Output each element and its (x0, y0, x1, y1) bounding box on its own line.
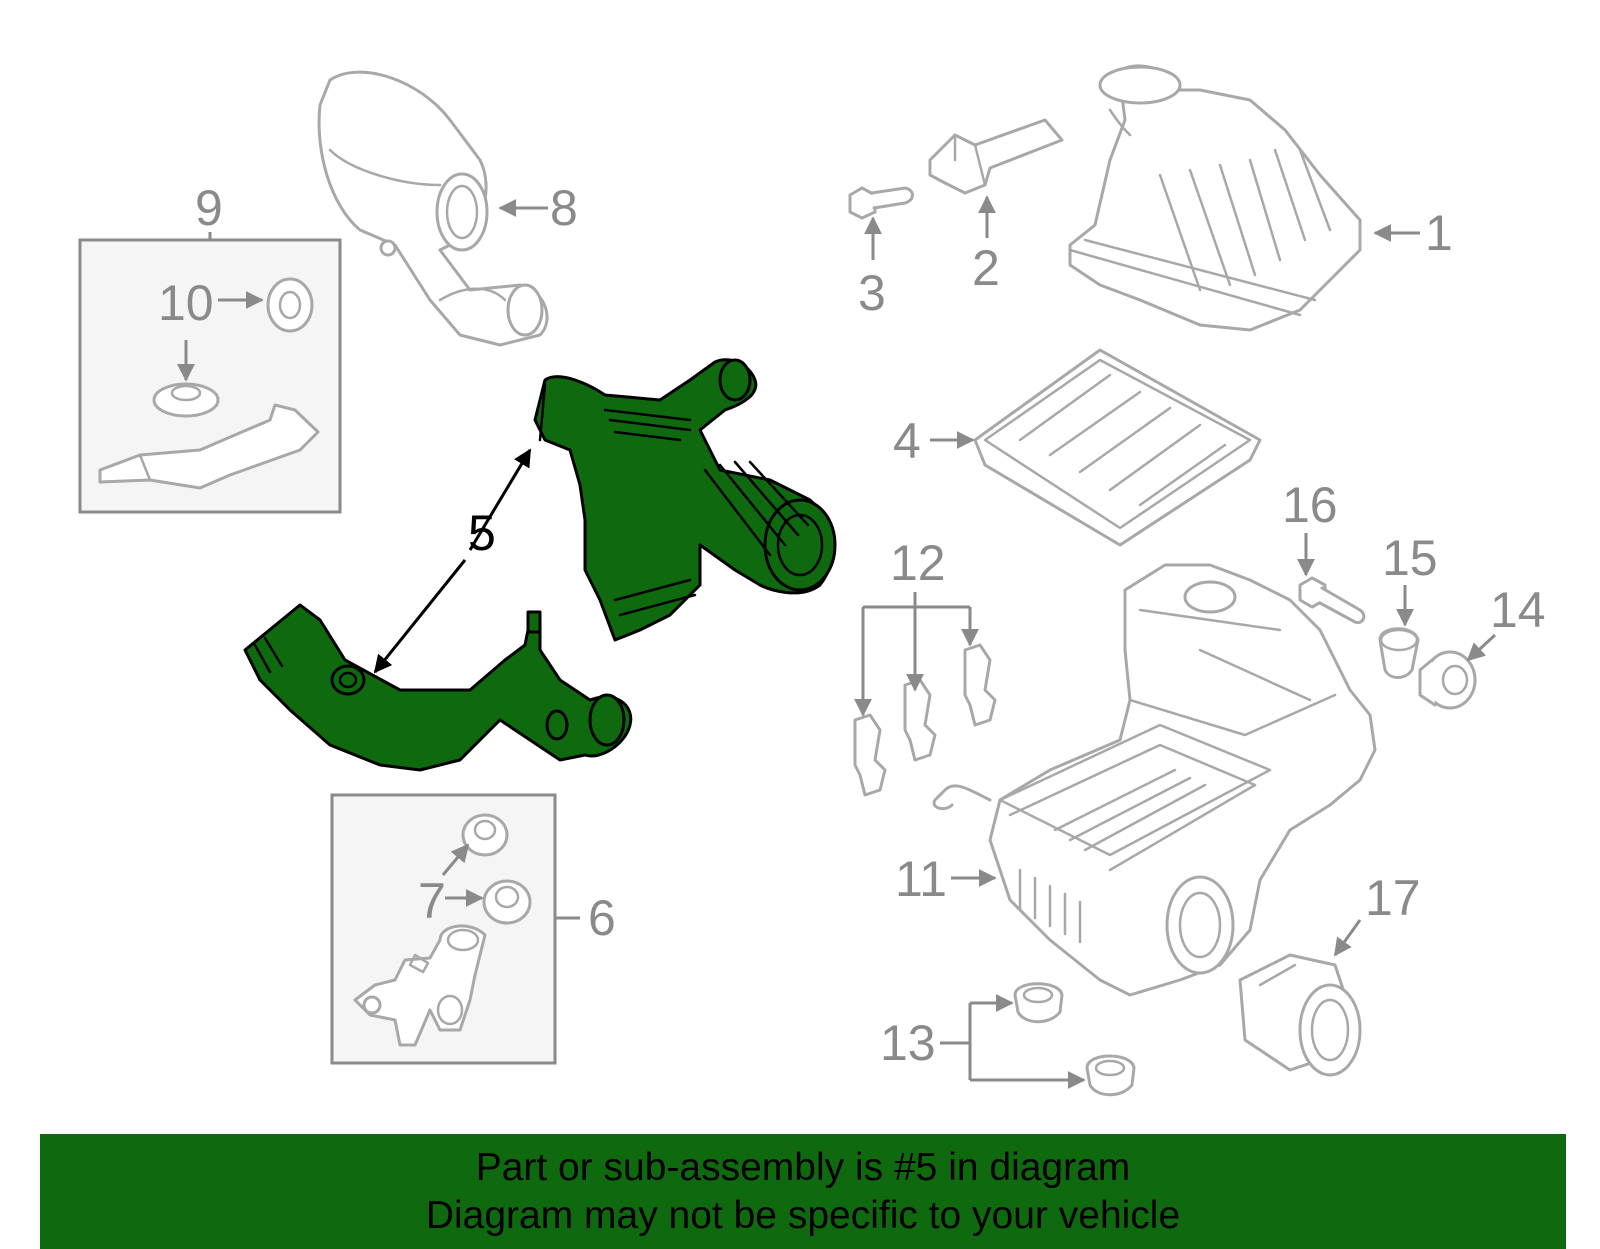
part-5-lower-duct (243, 603, 633, 772)
callout-1: 1 (1425, 205, 1453, 261)
part-12-clips (853, 643, 997, 797)
callout-12: 12 (890, 535, 946, 591)
callout-8: 8 (550, 180, 578, 236)
callout-2: 2 (972, 240, 1000, 296)
callout-6: 6 (588, 890, 616, 946)
part-1-cover (1068, 64, 1362, 332)
callout-4: 4 (893, 413, 921, 469)
callout-16: 16 (1282, 477, 1338, 533)
part-7-grommets (461, 813, 532, 925)
part-4-filter (973, 348, 1262, 547)
part-5-upper-duct (533, 358, 837, 642)
part-15-grommet (1378, 627, 1420, 679)
part-13-grommets (1013, 982, 1136, 1097)
part-8-outlet-duct (317, 70, 549, 347)
part-10-grommet (152, 277, 314, 418)
part-6-tube (353, 924, 487, 1047)
callout-5: 5 (468, 505, 496, 561)
callout-17: 17 (1365, 870, 1421, 926)
callout-7: 7 (418, 873, 446, 929)
callout-14: 14 (1490, 582, 1546, 638)
leader-lines (177, 195, 1497, 1089)
part-14-grommet (1418, 650, 1477, 710)
callout-labels: 1 2 3 4 5 6 7 8 9 10 11 12 13 14 15 16 1… (158, 180, 1546, 1071)
callout-15: 15 (1382, 530, 1438, 586)
callout-9: 9 (195, 180, 223, 236)
info-banner: Part or sub-assembly is #5 in diagram Di… (40, 1134, 1566, 1249)
callout-10: 10 (158, 275, 214, 331)
part-9-bracket (98, 403, 320, 490)
banner-line-2: Diagram may not be specific to your vehi… (425, 1194, 1181, 1237)
part-3-bolt (848, 186, 914, 220)
callout-11: 11 (895, 851, 947, 907)
part-17-maf-housing (1238, 953, 1362, 1077)
part-16-bolt (1298, 576, 1366, 625)
part-11-housing (932, 563, 1377, 997)
banner-line-1: Part or sub-assembly is #5 in diagram (475, 1146, 1131, 1189)
callout-3: 3 (858, 265, 886, 321)
part-2-sensor (928, 118, 1064, 195)
callout-13: 13 (880, 1015, 936, 1071)
